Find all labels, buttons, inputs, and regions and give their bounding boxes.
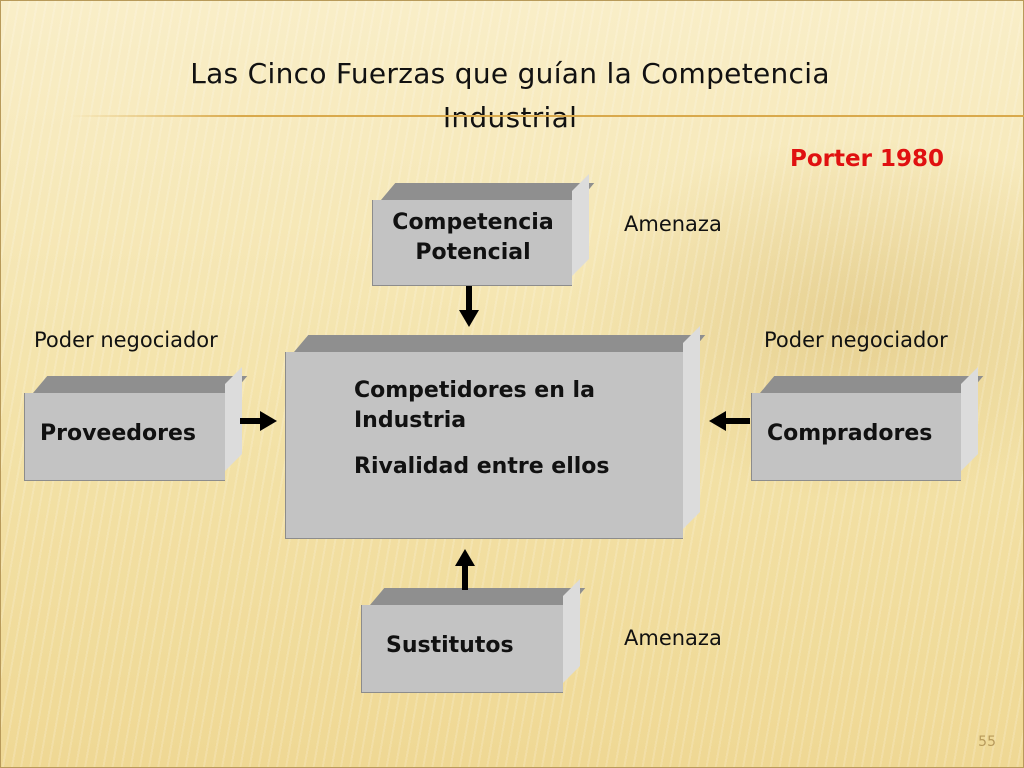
box-side-face bbox=[683, 326, 700, 529]
arrow-right-icon bbox=[240, 411, 277, 431]
box-top-face bbox=[381, 183, 595, 200]
arrow-down-icon bbox=[459, 286, 479, 327]
potential-line-1: Competencia bbox=[392, 210, 554, 235]
threat-label-top: Amenaza bbox=[624, 212, 722, 236]
box-side-face bbox=[961, 367, 978, 471]
page-number: 55 bbox=[978, 734, 996, 750]
box-potential-competition: Competencia Potencial bbox=[372, 174, 595, 286]
buyers-label: Compradores bbox=[767, 421, 933, 446]
box-buyers: Compradores bbox=[751, 367, 984, 481]
arrow-left-icon bbox=[709, 411, 750, 431]
suppliers-label: Proveedores bbox=[40, 421, 196, 446]
threat-label-bottom: Amenaza bbox=[624, 626, 722, 650]
box-side-face bbox=[563, 579, 580, 683]
center-line-3: Rivalidad entre ellos bbox=[354, 454, 610, 479]
bargaining-power-label-right: Poder negociador bbox=[764, 328, 948, 352]
slide-title: Las Cinco Fuerzas que guían la Competenc… bbox=[100, 52, 920, 140]
box-substitutes: Sustitutos bbox=[361, 579, 586, 693]
box-side-face bbox=[572, 174, 589, 276]
box-industry-competitors: Competidores en la Industria Rivalidad e… bbox=[285, 326, 706, 539]
potential-line-2: Potencial bbox=[415, 240, 531, 265]
box-top-face bbox=[33, 376, 248, 393]
arrow-up-icon bbox=[455, 549, 475, 590]
box-suppliers: Proveedores bbox=[24, 367, 248, 481]
substitutes-label: Sustitutos bbox=[386, 633, 514, 658]
bargaining-power-label-left: Poder negociador bbox=[34, 328, 218, 352]
box-top-face bbox=[294, 335, 706, 352]
center-line-2: Industria bbox=[354, 408, 467, 433]
title-divider bbox=[70, 115, 1024, 117]
author-citation: Porter 1980 bbox=[790, 146, 944, 172]
box-top-face bbox=[370, 588, 586, 605]
title-line-2: Industrial bbox=[442, 101, 578, 134]
box-top-face bbox=[760, 376, 984, 393]
center-line-1: Competidores en la bbox=[354, 378, 595, 403]
title-line-1: Las Cinco Fuerzas que guían la Competenc… bbox=[190, 57, 830, 90]
